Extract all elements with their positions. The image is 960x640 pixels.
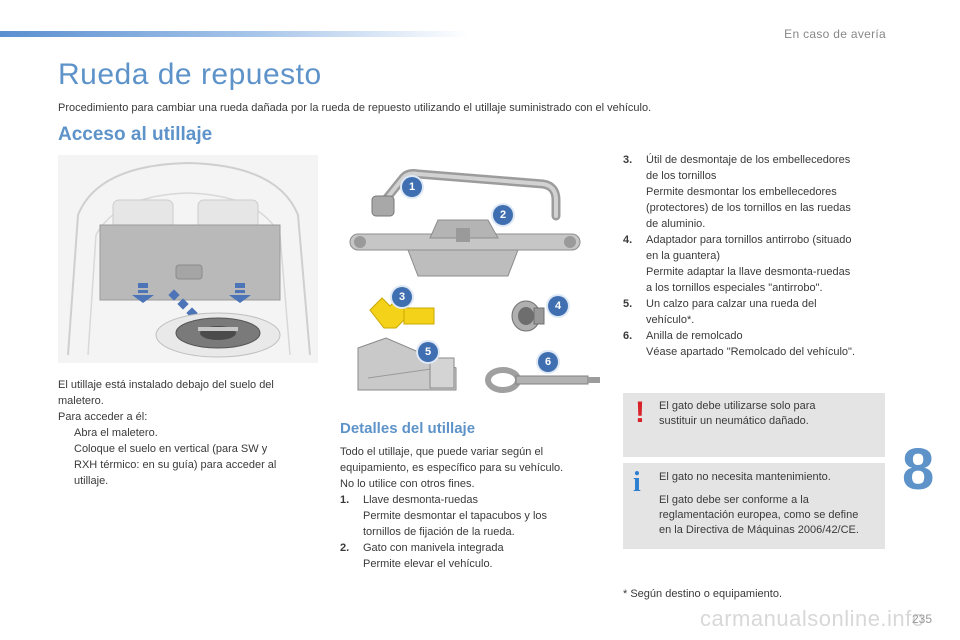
bullet-text: RXH térmico: en su guía) para acceder al xyxy=(74,459,277,471)
list-item: 4. Adaptador para tornillos antirrobo (si… xyxy=(623,232,885,248)
access-text: El utillaje está instalado debajo del su… xyxy=(58,377,313,489)
access-bullet: Coloque el suelo en vertical (para SW y xyxy=(58,441,313,457)
list-item-cont: (protectores) de los tornillos en las ru… xyxy=(623,200,885,216)
item-number: 4. xyxy=(623,234,633,246)
warning-text: El gato debe utilizarse solo para sustit… xyxy=(659,399,881,429)
list-item-cont: de aluminio. xyxy=(623,216,885,232)
item-number: 5. xyxy=(623,298,633,310)
page-title: Rueda de repuesto xyxy=(58,58,322,91)
list-item-cont: tornillos de fijación de la rueda. xyxy=(340,524,610,540)
info-line: reglamentación europea, como se define xyxy=(659,509,859,521)
item-text: Permite adaptar la llave desmonta-ruedas xyxy=(646,266,851,278)
item-text: a los tornillos especiales "antirrobo". xyxy=(646,282,823,294)
down-arrow-icon xyxy=(132,283,154,303)
item-text: Anilla de remolcado xyxy=(646,330,743,342)
item-text: tornillos de fijación de la rueda. xyxy=(363,526,515,538)
section-header: En caso de avería xyxy=(784,27,886,41)
access-line: maletero. xyxy=(58,395,104,407)
bullet-icon xyxy=(58,441,74,457)
warning-line: El gato debe utilizarse solo para xyxy=(659,400,816,412)
access-heading: Acceso al utillaje xyxy=(58,124,213,145)
callout-badge-3: 3 xyxy=(392,287,412,307)
list-item-cont: de los tornillos xyxy=(623,168,885,184)
item-text: Llave desmonta-ruedas xyxy=(363,494,478,506)
item-text: Permite desmontar el tapacubos y los xyxy=(363,510,548,522)
info-line: El gato no necesita mantenimiento. xyxy=(659,471,831,483)
item-number: 2. xyxy=(340,542,350,554)
item-text: en la guantera) xyxy=(646,250,720,262)
header-accent-bar xyxy=(0,31,470,37)
list-item: 6. Anilla de remolcado xyxy=(623,328,885,344)
callout-badge-1: 1 xyxy=(402,177,422,197)
info-line: El gato debe ser conforme a la xyxy=(659,494,809,506)
details-text: Todo el utillaje, que puede variar según… xyxy=(340,444,610,572)
list-item: 5. Un calzo para calzar una rueda del xyxy=(623,296,885,312)
access-bullet: Abra el maletero. xyxy=(58,425,313,441)
callout-badge-5: 5 xyxy=(418,342,438,362)
item-text: Véase apartado "Remolcado del vehículo". xyxy=(646,346,855,358)
details-heading: Detalles del utillaje xyxy=(340,420,476,437)
access-line: El utillaje está instalado debajo del su… xyxy=(58,379,274,391)
list-item-cont: Véase apartado "Remolcado del vehículo". xyxy=(623,344,885,360)
list-item-cont: Permite adaptar la llave desmonta-ruedas xyxy=(623,264,885,280)
tools-illustration xyxy=(349,169,600,393)
access-bullet-cont: utillaje. xyxy=(58,473,313,489)
chapter-number: 8 xyxy=(902,437,935,502)
intro-text: Procedimiento para cambiar una rueda dañ… xyxy=(58,102,652,114)
list-item: 1. Llave desmonta-ruedas xyxy=(340,492,610,508)
item-text: de aluminio. xyxy=(646,218,706,230)
item-number: 1. xyxy=(340,494,350,506)
list-item: 2. Gato con manivela integrada xyxy=(340,540,610,556)
bullet-text: Coloque el suelo en vertical (para SW y xyxy=(74,443,268,455)
list-item-cont: Permite elevar el vehículo. xyxy=(340,556,610,572)
details-line: equipamiento, es específico para su vehí… xyxy=(340,462,564,474)
item-text: Permite elevar el vehículo. xyxy=(363,558,493,570)
item-text: de los tornillos xyxy=(646,170,717,182)
list-item-cont: Permite desmontar el tapacubos y los xyxy=(340,508,610,524)
item-number: 3. xyxy=(623,154,633,166)
page-number: 235 xyxy=(912,612,933,626)
item-number: 6. xyxy=(623,330,633,342)
item-text: Permite desmontar los embellecedores xyxy=(646,186,837,198)
callout-badge-6: 6 xyxy=(538,352,558,372)
down-arrow-icon xyxy=(229,283,251,303)
bullet-text: utillaje. xyxy=(74,475,109,487)
list-item: 3. Útil de desmontaje de los embellecedor… xyxy=(623,152,885,168)
callout-badge-2: 2 xyxy=(493,205,513,225)
bullet-icon xyxy=(58,425,74,441)
info-line: en la Directiva de Máquinas 2006/42/CE. xyxy=(659,524,859,536)
list-item-cont: Permite desmontar los embellecedores xyxy=(623,184,885,200)
callout-badge-4: 4 xyxy=(548,296,568,316)
item-text: Un calzo para calzar una rueda del xyxy=(646,298,817,310)
item-text: vehículo*. xyxy=(646,314,695,326)
bullet-text: Abra el maletero. xyxy=(74,427,158,439)
details-line: Todo el utillaje, que puede variar según… xyxy=(340,446,544,458)
info-icon: i xyxy=(633,467,641,498)
trunk-illustration xyxy=(58,155,318,363)
list-item-cont: en la guantera) xyxy=(623,248,885,264)
access-bullet-cont: RXH térmico: en su guía) para acceder al xyxy=(58,457,313,473)
warning-box: ! El gato debe utilizarse solo para sust… xyxy=(623,393,885,457)
list-item-cont: vehículo*. xyxy=(623,312,885,328)
warning-line: sustituir un neumático dañado. xyxy=(659,415,809,427)
warning-icon: ! xyxy=(635,396,645,429)
item-text: Gato con manivela integrada xyxy=(363,542,504,554)
item-text: Adaptador para tornillos antirrobo (situ… xyxy=(646,234,852,246)
item-text: Útil de desmontaje de los embellecedores xyxy=(646,154,851,166)
list-item-cont: a los tornillos especiales "antirrobo". xyxy=(623,280,885,296)
info-box: i El gato no necesita mantenimiento. El … xyxy=(623,463,885,549)
info-text: El gato no necesita mantenimiento. El ga… xyxy=(659,470,881,538)
item-text: (protectores) de los tornillos en las ru… xyxy=(646,202,851,214)
tools-list: 3. Útil de desmontaje de los embellecedor… xyxy=(623,152,885,360)
footnote: * Según destino o equipamiento. xyxy=(623,588,783,600)
access-line: Para acceder a él: xyxy=(58,411,148,423)
watermark: carmanualsonline.info xyxy=(700,606,925,631)
details-line: No lo utilice con otros fines. xyxy=(340,478,475,490)
